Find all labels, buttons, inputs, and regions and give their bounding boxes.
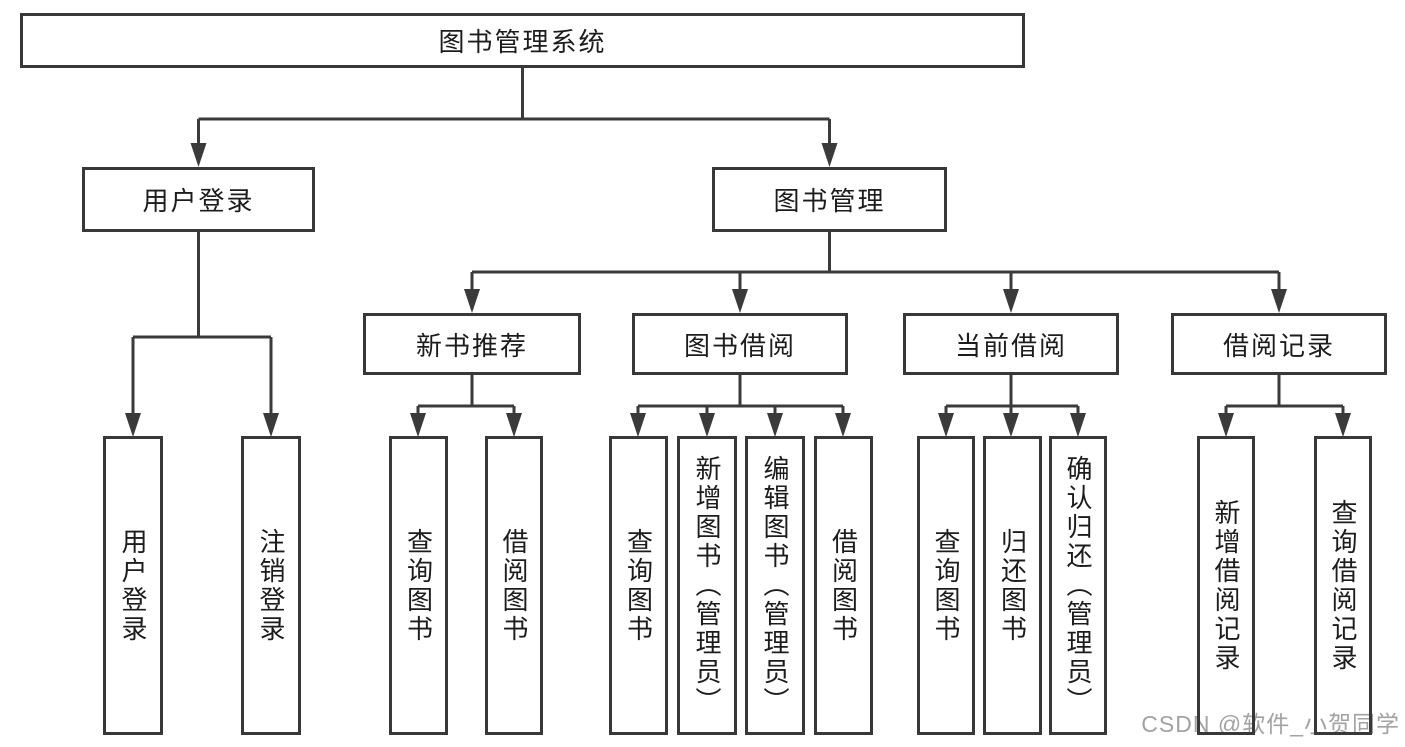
arrowhead — [190, 143, 207, 167]
node-borrowing-records: 借阅记录 — [1171, 313, 1387, 375]
leaf-return-book: 归还图书 — [983, 436, 1042, 735]
arrowhead — [732, 289, 748, 313]
leaf-query-books-recommend: 查询图书 — [389, 436, 448, 735]
leaf-borrow-books-recommend: 借阅图书 — [485, 436, 543, 735]
leaf-query-books-borrowing: 查询图书 — [609, 436, 668, 735]
arrowhead — [263, 413, 279, 437]
node-book-management: 图书管理 — [712, 167, 947, 232]
arrowhead — [506, 413, 522, 437]
arrowhead — [835, 413, 851, 437]
node-new-book-recommendation: 新书推荐 — [363, 313, 581, 375]
arrowhead — [1070, 413, 1086, 437]
node-user-login: 用户登录 — [82, 167, 315, 232]
arrowhead — [767, 413, 783, 437]
leaf-query-borrowing-record: 查询借阅记录 — [1314, 436, 1372, 735]
arrowhead — [699, 413, 715, 437]
arrowhead — [1271, 289, 1287, 313]
leaf-user-login: 用户登录 — [103, 436, 163, 735]
arrowhead — [1218, 413, 1234, 437]
leaf-query-books-current: 查询图书 — [917, 436, 975, 735]
arrowhead — [410, 413, 426, 437]
node-library-management-system: 图书管理系统 — [20, 13, 1025, 68]
leaf-edit-book-admin: 编辑图书（管理员） — [745, 436, 805, 735]
arrowhead — [1003, 413, 1019, 437]
arrowhead — [1003, 289, 1019, 313]
arrowhead — [630, 413, 646, 437]
leaf-add-borrowing-record: 新增借阅记录 — [1197, 436, 1255, 735]
arrowhead — [938, 413, 954, 437]
arrowhead — [125, 413, 141, 437]
leaf-logout: 注销登录 — [241, 436, 301, 735]
connector-rails — [133, 68, 1343, 408]
leaf-add-book-admin: 新增图书（管理员） — [677, 436, 737, 735]
arrowhead — [1335, 413, 1351, 437]
csdn-watermark: CSDN @软件_小贺同学 — [1141, 711, 1400, 737]
leaf-confirm-return-admin: 确认归还（管理员） — [1049, 436, 1107, 735]
arrowhead — [464, 289, 480, 313]
arrowhead — [821, 143, 838, 167]
leaf-borrow-books-borrowing: 借阅图书 — [814, 436, 873, 735]
node-book-borrowing: 图书借阅 — [632, 313, 848, 375]
node-current-borrowing: 当前借阅 — [903, 313, 1119, 375]
